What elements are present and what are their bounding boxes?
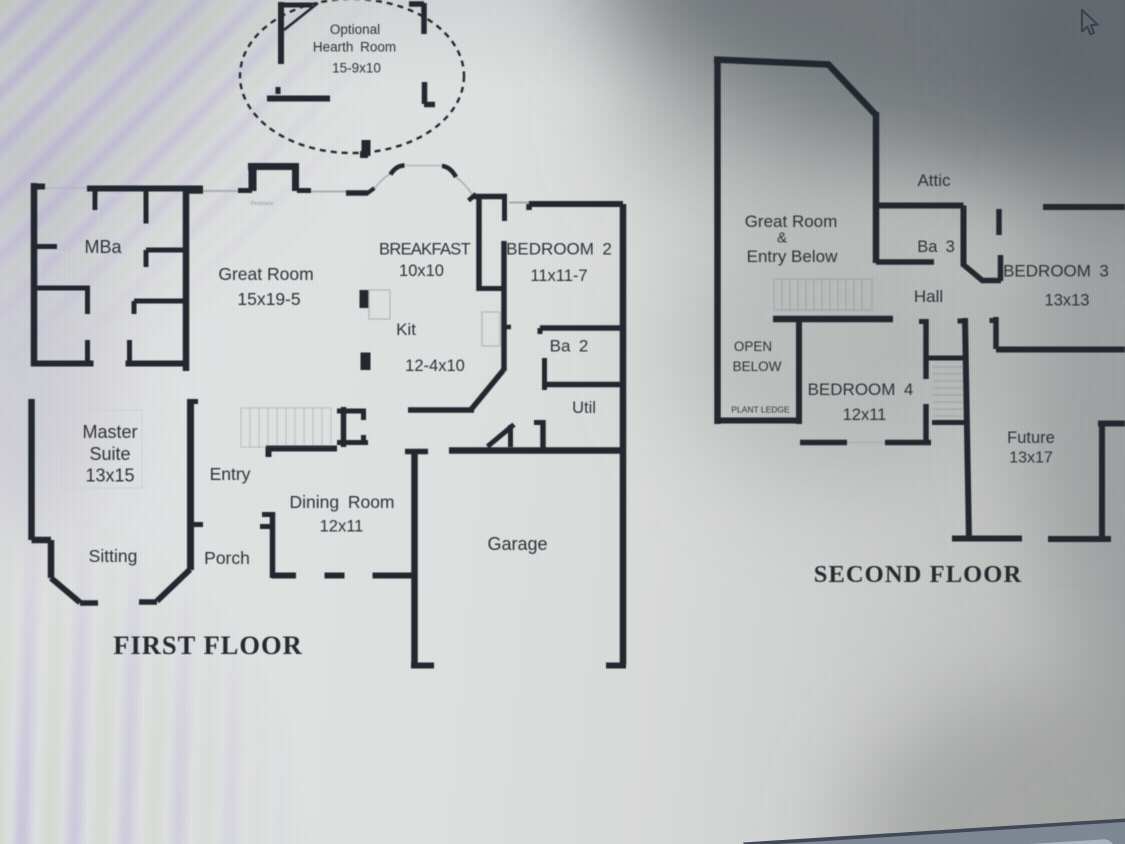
svg-text:Util: Util	[572, 399, 596, 417]
svg-text:BEDROOM 4: BEDROOM 4	[808, 380, 914, 399]
svg-text:12x11: 12x11	[320, 518, 364, 536]
svg-text:&: &	[777, 230, 787, 247]
svg-text:Dining Room: Dining Room	[289, 492, 394, 512]
svg-text:13x13: 13x13	[1045, 292, 1090, 310]
svg-text:Hearth Room: Hearth Room	[313, 40, 396, 55]
svg-text:OPEN: OPEN	[734, 339, 772, 354]
svg-text:12-4x10: 12-4x10	[405, 357, 465, 375]
svg-text:Attic: Attic	[917, 171, 951, 190]
svg-text:15x19-5: 15x19-5	[237, 289, 300, 309]
svg-text:Future: Future	[1007, 429, 1055, 447]
svg-text:BREAKFAST: BREAKFAST	[379, 241, 471, 259]
svg-text:FIRST FLOOR: FIRST FLOOR	[113, 630, 302, 660]
svg-text:Entry Below: Entry Below	[747, 247, 838, 266]
svg-text:Kit: Kit	[396, 320, 416, 339]
svg-text:Great Room: Great Room	[218, 264, 313, 284]
svg-text:Ba 2: Ba 2	[550, 337, 589, 356]
svg-text:10x10: 10x10	[399, 262, 444, 280]
svg-text:BEDROOM 2: BEDROOM 2	[506, 240, 612, 259]
svg-text:Hall: Hall	[914, 287, 943, 306]
svg-text:Sitting: Sitting	[89, 546, 138, 566]
svg-text:Garage: Garage	[487, 534, 547, 554]
svg-text:Entry: Entry	[210, 464, 251, 484]
svg-text:BEDROOM 3: BEDROOM 3	[1003, 262, 1109, 281]
svg-text:MBa: MBa	[84, 237, 122, 257]
svg-text:Ba 3: Ba 3	[917, 238, 955, 256]
svg-text:Master: Master	[82, 422, 137, 442]
svg-text:13x15: 13x15	[85, 466, 134, 486]
svg-text:SECOND FLOOR: SECOND FLOOR	[814, 561, 1023, 588]
svg-text:Suite: Suite	[89, 444, 130, 464]
svg-text:BELOW: BELOW	[733, 359, 782, 374]
svg-text:15-9x10: 15-9x10	[332, 61, 381, 76]
svg-text:Porch: Porch	[204, 548, 250, 568]
svg-text:11x11-7: 11x11-7	[530, 267, 587, 285]
svg-text:Optional: Optional	[330, 22, 380, 37]
svg-text:PLANT LEDGE: PLANT LEDGE	[731, 405, 790, 415]
svg-text:Great Room: Great Room	[745, 212, 838, 231]
svg-text:Fireplace: Fireplace	[251, 201, 274, 207]
svg-text:12x11: 12x11	[843, 406, 887, 424]
svg-text:13x17: 13x17	[1009, 450, 1053, 467]
